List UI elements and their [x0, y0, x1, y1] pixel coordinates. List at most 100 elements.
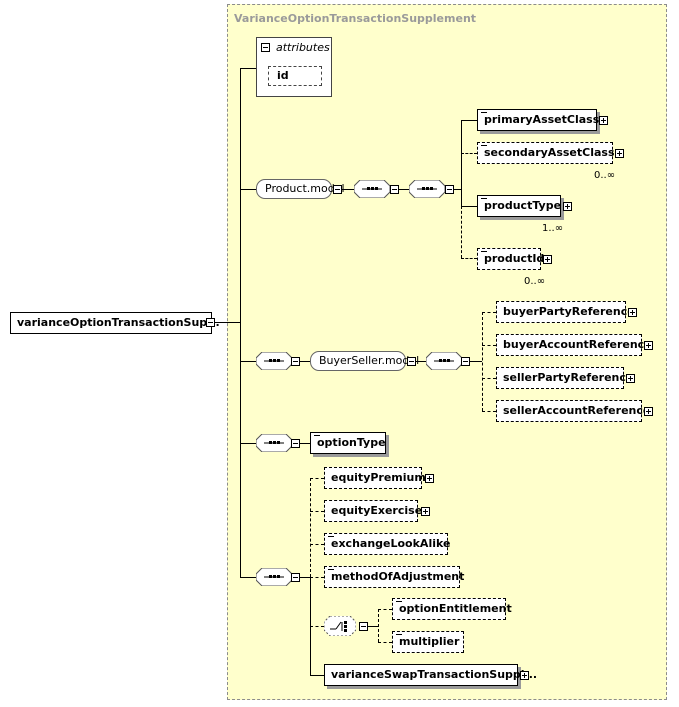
- connector: [378, 609, 379, 642]
- connector: [461, 120, 477, 121]
- connector: [310, 478, 311, 577]
- expand-icon[interactable]: [599, 116, 608, 125]
- expand-icon[interactable]: [644, 407, 653, 416]
- connector: [461, 206, 477, 207]
- element-multiplier[interactable]: multiplier: [392, 631, 464, 653]
- documentation-icon: [481, 251, 487, 253]
- documentation-icon: [314, 435, 320, 437]
- element-equity-exercise[interactable]: equityExercise: [324, 500, 422, 522]
- element-option-type[interactable]: optionType: [310, 432, 386, 454]
- expand-icon[interactable]: [644, 341, 653, 350]
- collapse-icon[interactable]: [291, 439, 300, 448]
- element-label: varianceSwapTransactionSuppl...: [331, 668, 538, 681]
- element-label: multiplier: [399, 635, 460, 648]
- connector: [240, 189, 256, 190]
- attribute-id[interactable]: id: [268, 66, 322, 86]
- element-label: productType: [484, 199, 562, 212]
- connector: [482, 312, 483, 411]
- element-label: primaryAssetClass: [484, 113, 600, 126]
- connector: [310, 511, 324, 512]
- sequence-icon: [256, 434, 292, 452]
- expand-icon[interactable]: [626, 374, 635, 383]
- sequence-icon: [426, 352, 462, 370]
- expand-icon[interactable]: [421, 507, 430, 516]
- element-label: exchangeLookAlike: [331, 537, 451, 550]
- choice-icon: [324, 616, 356, 636]
- connector: [368, 626, 378, 627]
- root-element[interactable]: varianceOptionTransactionSup...: [10, 312, 220, 334]
- connector: [310, 544, 324, 545]
- sequence-icon: [256, 352, 292, 370]
- connector: [240, 577, 256, 578]
- collapse-icon[interactable]: [261, 43, 270, 52]
- element-product-id[interactable]: productId: [477, 248, 544, 270]
- collapse-icon[interactable]: [390, 185, 399, 194]
- buyer-seller-model-group[interactable]: BuyerSeller.model: [310, 351, 419, 371]
- collapse-icon[interactable]: [445, 185, 454, 194]
- collapse-icon[interactable]: [291, 573, 300, 582]
- expand-icon[interactable]: [543, 255, 552, 264]
- element-label: optionType: [317, 436, 386, 449]
- attributes-label: attributes: [276, 41, 330, 54]
- connector: [482, 312, 496, 313]
- documentation-icon: [396, 601, 402, 603]
- element-seller-party-reference[interactable]: sellerPartyReference: [496, 367, 633, 389]
- element-exchange-look-alike[interactable]: exchangeLookAlike: [324, 533, 451, 555]
- documentation-icon: [396, 634, 402, 636]
- connector: [300, 443, 310, 444]
- element-label: equityExercise: [331, 504, 423, 517]
- element-equity-premium[interactable]: equityPremium: [324, 467, 426, 489]
- buyer-seller-model-label: BuyerSeller.model: [319, 354, 420, 367]
- element-seller-account-reference[interactable]: sellerAccountReference: [496, 400, 650, 422]
- collapse-icon[interactable]: [461, 357, 470, 366]
- sequence-icon: [256, 568, 292, 586]
- expand-icon[interactable]: [563, 202, 572, 211]
- product-model-group[interactable]: Product.model: [256, 179, 345, 199]
- collapse-icon[interactable]: [291, 357, 300, 366]
- connector: [240, 68, 256, 69]
- connector: [482, 345, 496, 346]
- expand-icon[interactable]: [425, 474, 434, 483]
- collapse-icon[interactable]: [206, 318, 215, 327]
- product-model-label: Product.model: [265, 182, 345, 195]
- element-label: sellerAccountReference: [503, 404, 651, 417]
- element-buyer-account-reference[interactable]: buyerAccountReference: [496, 334, 652, 356]
- connector: [300, 577, 310, 578]
- collapse-icon[interactable]: [333, 185, 342, 194]
- cardinality: 1..∞: [542, 223, 564, 234]
- connector: [310, 675, 324, 676]
- element-variance-swap-transaction-supplement[interactable]: varianceSwapTransactionSuppl...: [324, 664, 537, 686]
- element-buyer-party-reference[interactable]: buyerPartyReference: [496, 301, 635, 323]
- element-option-entitlement[interactable]: optionEntitlement: [392, 598, 512, 620]
- documentation-icon: [481, 112, 487, 114]
- expand-icon[interactable]: [628, 308, 637, 317]
- element-primary-asset-class[interactable]: primaryAssetClass: [477, 109, 600, 131]
- connector: [454, 189, 461, 190]
- connector: [416, 361, 426, 362]
- sequence-icon: [354, 180, 390, 198]
- element-label: buyerPartyReference: [503, 305, 635, 318]
- connector: [215, 322, 240, 323]
- connector: [310, 626, 324, 627]
- element-label: methodOfAdjustment: [331, 570, 465, 583]
- element-label: buyerAccountReference: [503, 338, 652, 351]
- element-method-of-adjustment[interactable]: methodOfAdjustment: [324, 566, 464, 588]
- connector: [482, 411, 496, 412]
- expand-icon[interactable]: [615, 149, 624, 158]
- connector: [470, 361, 482, 362]
- collapse-icon[interactable]: [407, 357, 416, 366]
- connector: [300, 361, 310, 362]
- connector: [240, 68, 241, 578]
- documentation-icon: [328, 569, 334, 571]
- connector: [399, 189, 409, 190]
- element-product-type[interactable]: productType: [477, 195, 561, 217]
- cardinality: 0..∞: [594, 170, 616, 181]
- documentation-icon: [481, 198, 487, 200]
- expand-icon[interactable]: [520, 671, 529, 680]
- collapse-icon[interactable]: [359, 622, 368, 631]
- element-secondary-asset-class[interactable]: secondaryAssetClass: [477, 142, 615, 164]
- element-label: equityPremium: [331, 471, 426, 484]
- connector: [240, 443, 256, 444]
- connector: [378, 642, 392, 643]
- connector: [378, 609, 392, 610]
